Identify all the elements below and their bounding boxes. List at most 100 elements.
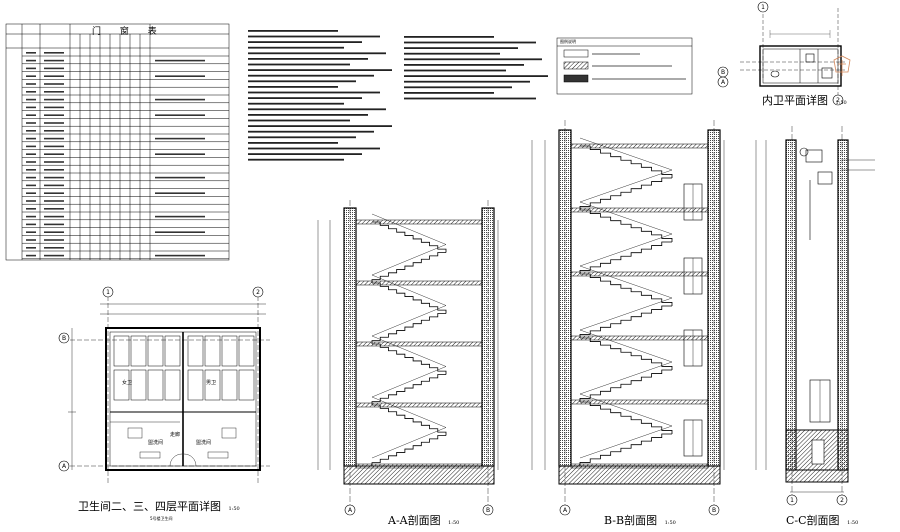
note-line: [248, 63, 350, 66]
wc-stall: [147, 335, 164, 367]
table-cell-mark: [44, 176, 64, 179]
grid-bubble-labels: 1 2 B A A B A B 1 2 1 2 B A: [62, 4, 844, 514]
table-cell-mark: [44, 130, 64, 132]
svg-text:A: A: [721, 79, 726, 86]
general-notes: [248, 30, 548, 161]
section-aa-scale: 1:50: [448, 520, 460, 526]
floor-slab: [355, 280, 483, 286]
note-line: [404, 58, 542, 61]
svg-text:A: A: [348, 507, 353, 514]
handrail: [579, 169, 673, 203]
note-line: [248, 74, 374, 77]
note-line: [248, 142, 338, 144]
handrail: [579, 393, 673, 427]
inner-plan-scale: 1:50: [835, 100, 847, 106]
svg-text:盥洗间: 盥洗间: [148, 439, 163, 446]
handrail: [579, 297, 673, 331]
plan-room-labels: 女卫 男卫 盥洗间 盥洗间 走廊: [122, 379, 216, 446]
table-cell-mark: [26, 215, 36, 218]
handrail: [371, 366, 447, 398]
handrail: [579, 201, 673, 235]
table-cell-mark: [44, 137, 64, 140]
wc-stall: [204, 369, 221, 401]
note-line: [248, 91, 380, 94]
note-line: [248, 52, 386, 55]
table-cell-mark: [26, 239, 36, 241]
table-cell-mark: [44, 192, 64, 194]
stair-flight: [371, 374, 446, 405]
note-line: [404, 69, 506, 72]
wc-stall: [187, 335, 204, 367]
svg-text:1: 1: [790, 497, 794, 504]
table-cell-mark: [155, 192, 205, 194]
note-line: [248, 35, 380, 38]
note-line: [248, 97, 362, 99]
note-line: [248, 41, 362, 43]
table-cell-mark: [26, 83, 36, 85]
legend-title: 图例说明: [560, 39, 576, 44]
wc-stall: [113, 369, 130, 401]
hatch-legend: [556, 37, 693, 95]
stair-flight: [579, 369, 672, 402]
grid-bubble-aa-a: [344, 504, 356, 516]
table-cell-mark: [155, 114, 205, 116]
table-cell-mark: [26, 161, 36, 163]
svg-text:2: 2: [836, 97, 840, 104]
table-cell-mark: [155, 231, 205, 233]
stair-flight: [579, 433, 672, 466]
handrail: [579, 425, 673, 459]
stair-flight: [371, 435, 446, 466]
note-line: [248, 158, 344, 161]
grid-bubble-inner-a: [717, 76, 729, 88]
note-line: [404, 47, 518, 49]
stair-flight: [579, 241, 672, 274]
table-cell-mark: [44, 59, 64, 62]
table-cell-mark: [26, 114, 36, 116]
table-cell-mark: [155, 59, 205, 62]
stair-flight: [580, 209, 673, 242]
stair-flight: [580, 401, 673, 434]
handrail: [371, 427, 447, 459]
table-cell-mark: [26, 145, 36, 148]
note-line: [404, 64, 524, 66]
table-cell-mark: [155, 215, 205, 218]
floor-slab: [570, 143, 709, 149]
table-cell-mark: [26, 153, 36, 155]
table-cell-mark: [26, 200, 36, 202]
table-cell-mark: [26, 176, 36, 179]
stair-flight: [580, 273, 673, 306]
table-cell-mark: [26, 254, 36, 257]
svg-text:2: 2: [256, 289, 260, 296]
table-cell-mark: [44, 200, 64, 202]
svg-text:男卫: 男卫: [206, 380, 216, 386]
wc-stall: [130, 335, 147, 367]
table-cell-mark: [26, 67, 36, 70]
svg-text:B: B: [721, 69, 725, 76]
table-cell-mark: [26, 192, 36, 194]
section-cc-title-text: C-C剖面图: [786, 514, 840, 527]
svg-text:女卫: 女卫: [122, 379, 132, 386]
svg-text:1: 1: [106, 289, 110, 296]
table-cell-mark: [26, 59, 36, 62]
section-bb-scale: 1:50: [664, 520, 676, 526]
wc-stall: [238, 335, 255, 367]
table-cell-mark: [44, 52, 64, 54]
floor-slab: [570, 399, 709, 405]
wc-stall: [164, 335, 181, 367]
plan-title-text: 卫生间二、三、四层平面详图: [78, 500, 221, 513]
table-cell-mark: [44, 122, 64, 124]
plan-note: 5号楼卫生间: [150, 516, 173, 521]
grid-bubble-inner-1: [757, 1, 769, 13]
grid-bubble-plan-a: [58, 460, 70, 472]
table-cell-mark: [26, 98, 36, 101]
stair-flight: [580, 337, 673, 370]
stair-flight: [371, 313, 446, 344]
section-aa: [317, 200, 499, 505]
table-cell-mark: [26, 169, 36, 171]
grid-bubble-plan-1: [102, 286, 114, 298]
note-line: [248, 108, 386, 111]
wc-stall: [204, 335, 221, 367]
floor-slab: [355, 402, 483, 408]
note-line: [404, 41, 536, 44]
stair-flight: [372, 343, 447, 375]
